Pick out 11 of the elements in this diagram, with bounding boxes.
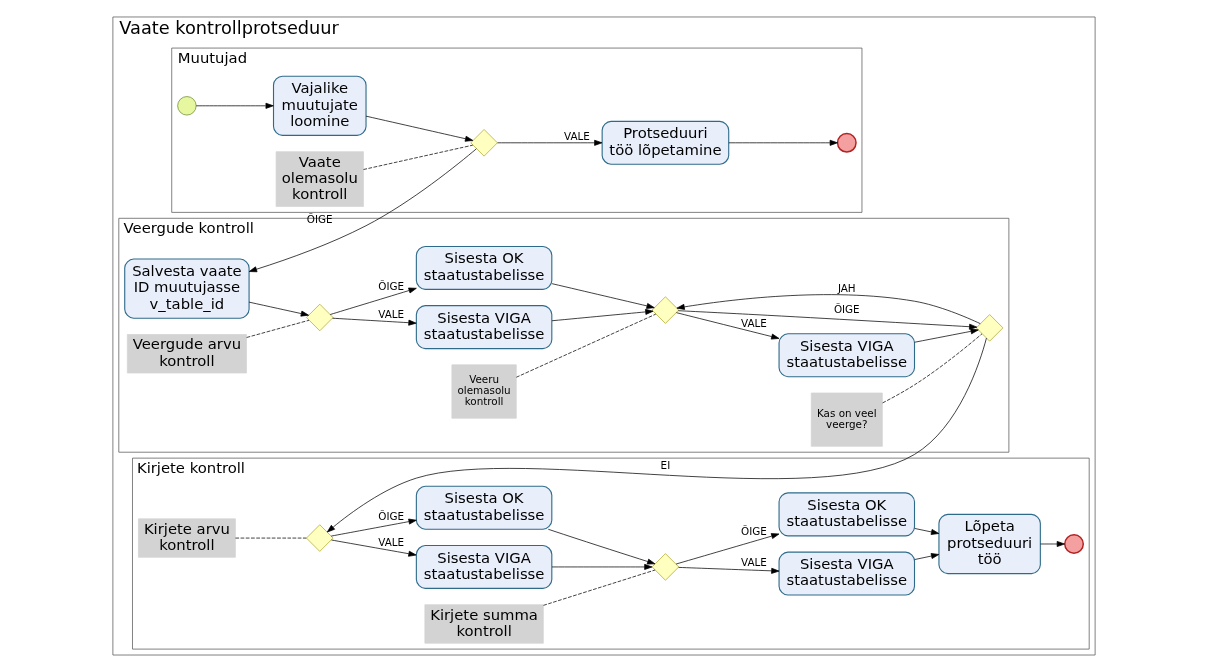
edge-label: VALE [740, 556, 767, 569]
edge-label: ÕIGE [740, 524, 767, 537]
edge-label: VALE [563, 130, 590, 142]
edge-label: ÕIGE [377, 280, 404, 293]
edge-label: EI [660, 458, 670, 471]
edge-label: VALE [740, 317, 767, 330]
edge-label: ÕIGE [833, 303, 860, 316]
edge-label: JAH [837, 282, 856, 295]
edge-label: ÕIGE [377, 509, 404, 522]
edge-label: VALE [377, 308, 404, 321]
edge-label: VALE [377, 535, 404, 548]
